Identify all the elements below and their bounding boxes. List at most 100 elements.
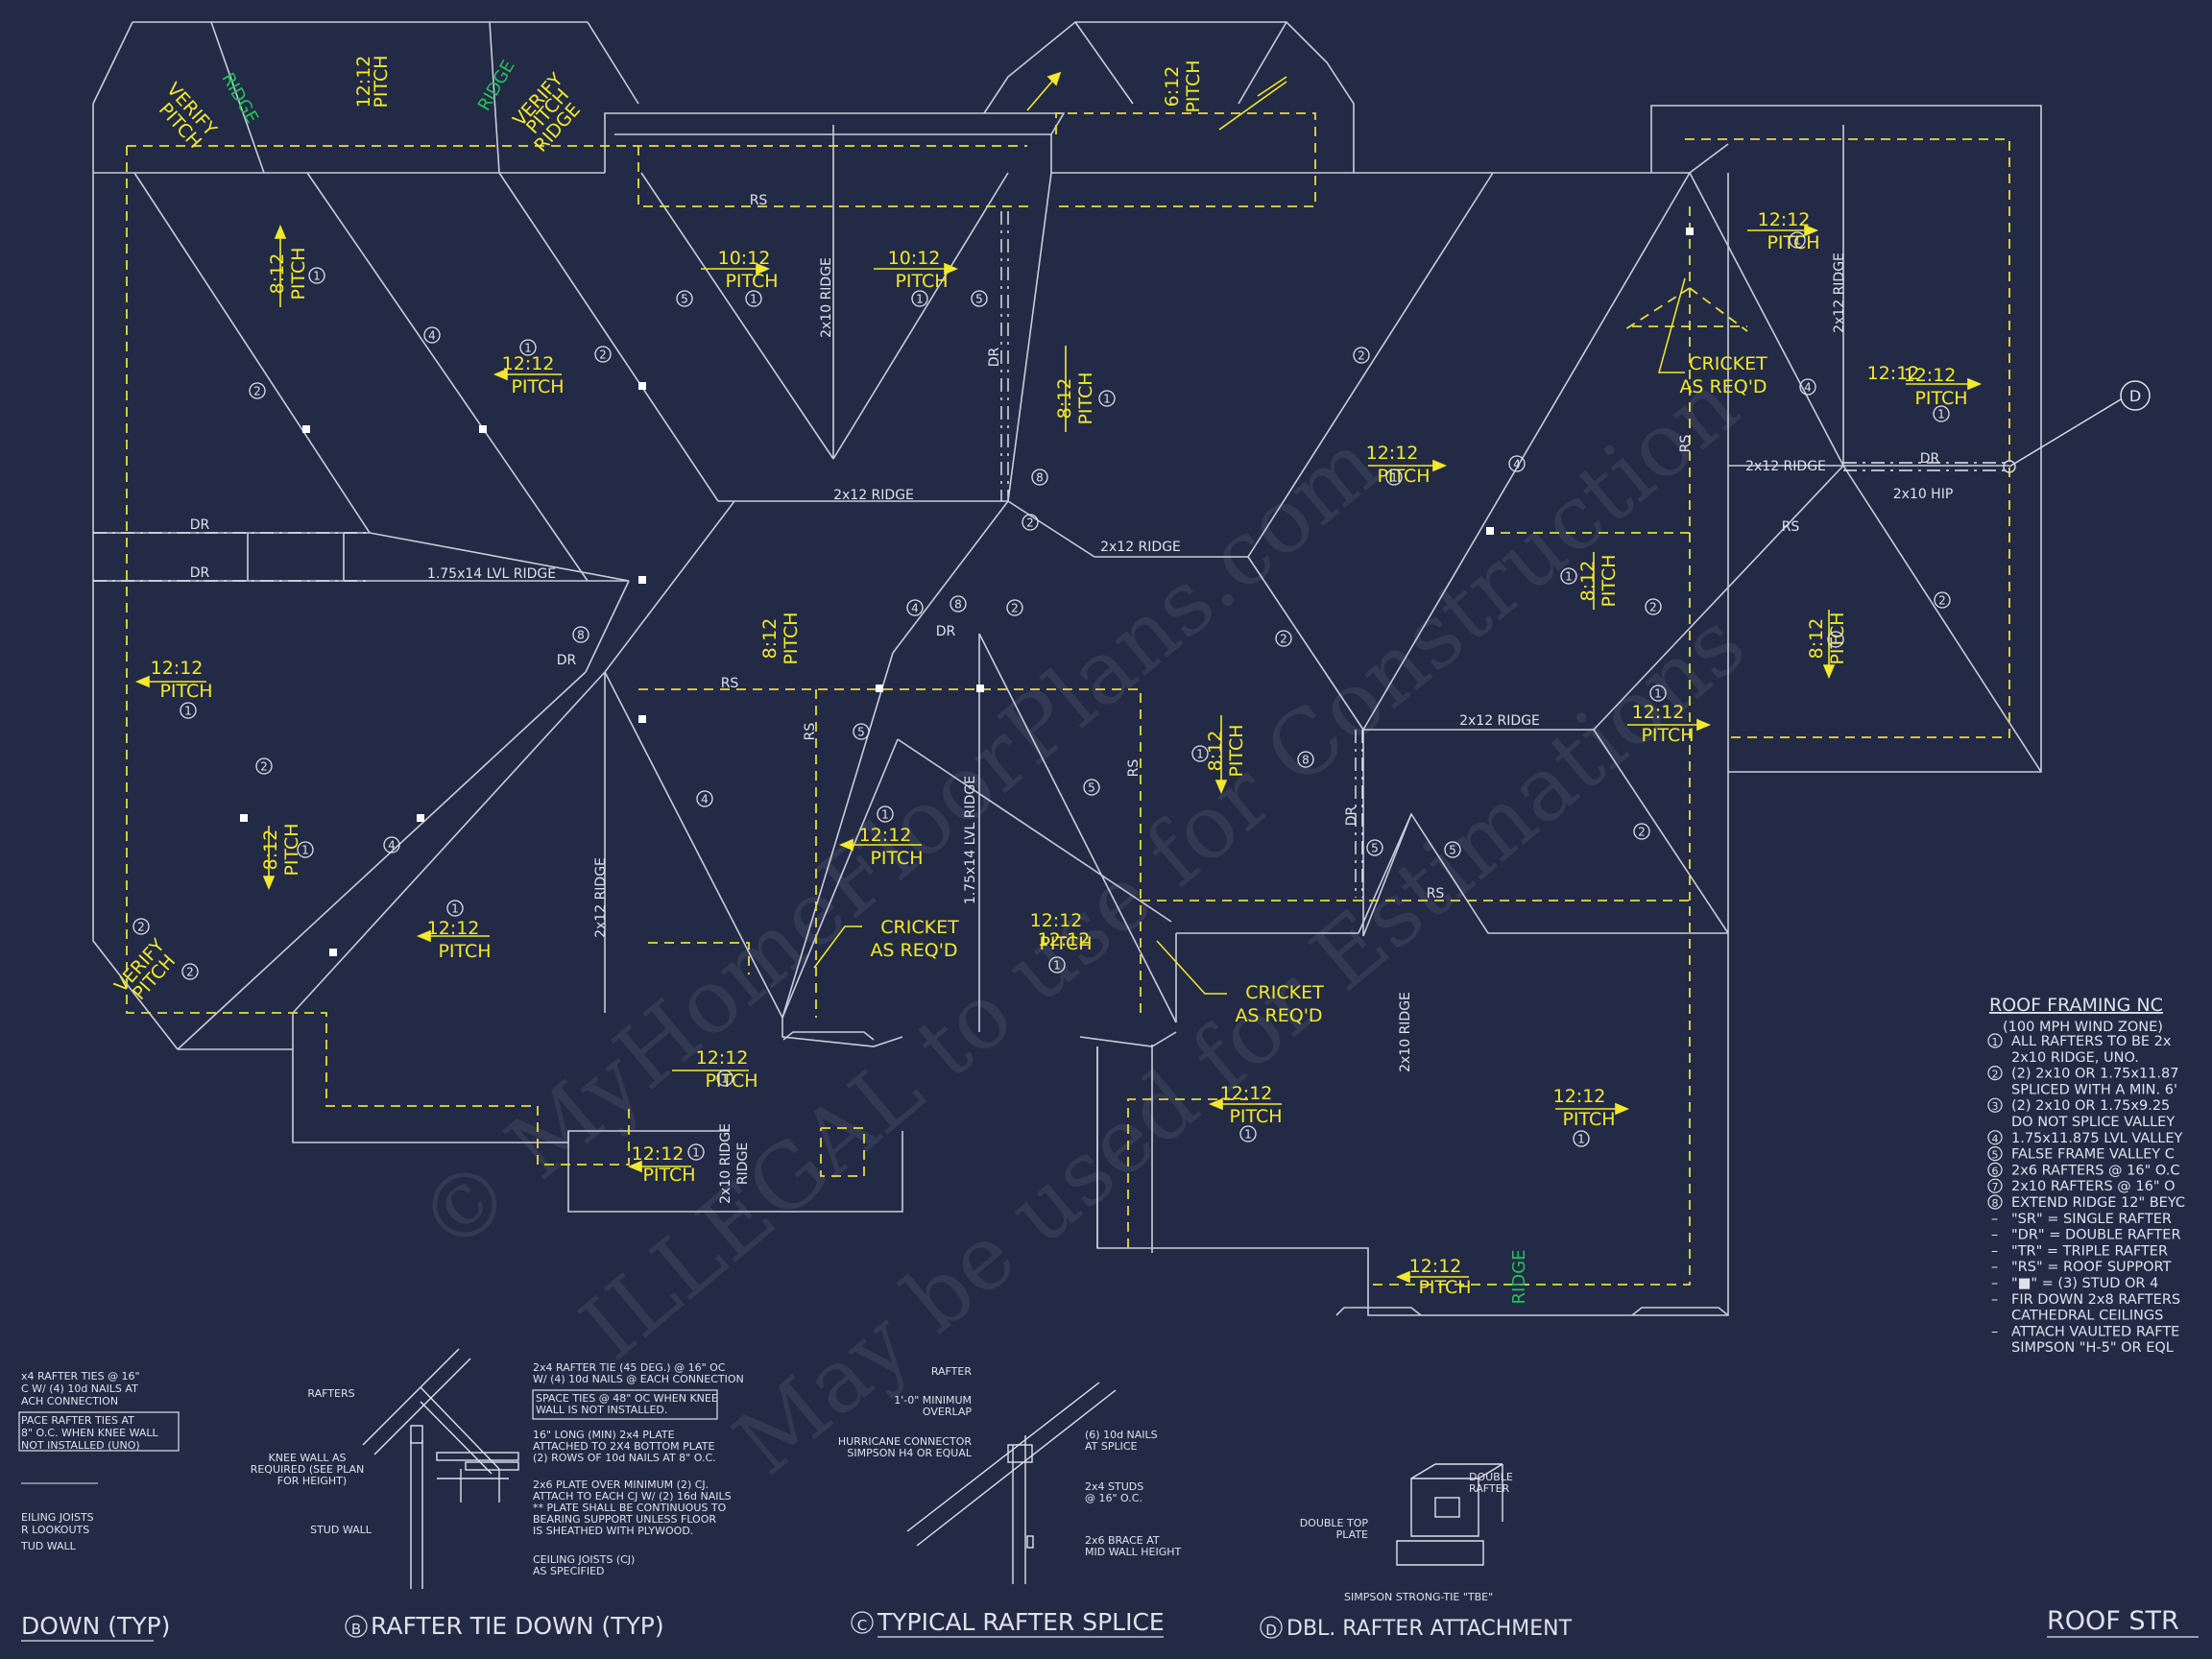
detail-c-title: TYPICAL RAFTER SPLICE bbox=[877, 1608, 1165, 1636]
label-ridge: RIDGE bbox=[1509, 1250, 1529, 1305]
detail-c-label: 2x6 BRACE AT bbox=[1085, 1534, 1160, 1547]
note-number: 4 bbox=[1992, 1133, 1999, 1145]
framing-note-number: 8 bbox=[1302, 754, 1310, 767]
framing-note-circle bbox=[971, 290, 988, 307]
section-marker-d[interactable]: D bbox=[2003, 380, 2151, 473]
framing-note-number: 1 bbox=[1937, 408, 1945, 421]
framing-note-number: 1 bbox=[750, 293, 757, 306]
detail-a-line: EILING JOISTS bbox=[21, 1511, 94, 1524]
framing-note-circle bbox=[1239, 1125, 1257, 1142]
cricket-req-label: AS REQ'D bbox=[1679, 376, 1767, 397]
pitch-word: PITCH bbox=[781, 612, 802, 664]
framing-note-number: 1 bbox=[916, 293, 924, 306]
bearing-wall-lines bbox=[126, 112, 2010, 1286]
framing-note-number: 5 bbox=[1088, 781, 1095, 795]
framing-note-circle bbox=[1006, 599, 1023, 616]
pitch-ratio: 8:12 bbox=[1806, 618, 1827, 660]
framing-note-number: 1 bbox=[1103, 393, 1111, 406]
pitch-ratio: 12:12 bbox=[427, 918, 480, 939]
framing-note-number: 1 bbox=[1053, 959, 1061, 973]
framing-note-number: 1 bbox=[524, 342, 532, 355]
framing-note-circle bbox=[1353, 347, 1370, 364]
pitch-ratio: 12:12 bbox=[1220, 1083, 1273, 1104]
note-number: 3 bbox=[1992, 1100, 1999, 1113]
detail-d-label: DOUBLE bbox=[1469, 1471, 1513, 1483]
note-number: 7 bbox=[1992, 1181, 1999, 1193]
framing-note-number: 5 bbox=[857, 726, 865, 739]
pitch-word: PITCH bbox=[438, 941, 491, 962]
framing-note-circle bbox=[1560, 567, 1577, 585]
note-number: 8 bbox=[1992, 1197, 1999, 1210]
pitch-word: PITCH bbox=[1183, 60, 1204, 112]
framing-note-circle bbox=[1934, 591, 1951, 609]
framing-note-circle bbox=[745, 290, 762, 307]
framing-note-circle bbox=[249, 382, 266, 399]
pitch-ratio: 8:12 bbox=[267, 253, 288, 295]
detail-c-label: @ 16" O.C. bbox=[1085, 1492, 1142, 1504]
label-dr: DR bbox=[1920, 451, 1940, 467]
label-2x10-hip: 2x10 HIP bbox=[1893, 487, 1954, 502]
label-rs: RS bbox=[721, 676, 739, 691]
label-2x10-ridge: 2x10 RIDGE bbox=[718, 1123, 733, 1204]
pitch-ratio: 12:12 bbox=[1904, 365, 1957, 386]
notes-subtitle: (100 MPH WIND ZONE) bbox=[2003, 1020, 2163, 1035]
framing-note-number: 1 bbox=[881, 808, 889, 822]
pitch-word: PITCH bbox=[1914, 388, 1967, 409]
framing-note-circle bbox=[1022, 514, 1039, 531]
detail-b-label: 2x4 RAFTER TIE (45 DEG.) @ 16" OC bbox=[533, 1361, 726, 1374]
note-dash: – bbox=[1991, 1324, 1998, 1339]
pitch-ratio: 10:12 bbox=[718, 248, 771, 269]
pitch-ratio: 12:12 bbox=[1030, 910, 1083, 931]
pitch-ratio: 12:12 bbox=[1038, 929, 1091, 950]
pitch-word: PITCH bbox=[1599, 554, 1620, 607]
label-2x12-ridge: 2x12 RIDGE bbox=[1745, 459, 1826, 474]
pitch-word: PITCH bbox=[870, 848, 923, 869]
label-ridge: RIDGE bbox=[735, 1142, 751, 1185]
framing-note-number: 4 bbox=[911, 602, 919, 615]
framing-note-number: 1 bbox=[1793, 234, 1801, 248]
framing-note-number: 4 bbox=[388, 839, 396, 853]
framing-note-number: 5 bbox=[1371, 842, 1379, 855]
pitch-word: PITCH bbox=[1641, 725, 1694, 746]
pitch-word: PITCH bbox=[642, 1165, 695, 1186]
framing-note-number: 8 bbox=[954, 598, 962, 612]
detail-a-line: C W/ (4) 10d NAILS AT bbox=[21, 1382, 138, 1395]
cricket-callouts: CRICKET AS REQ'D CRICKET AS REQ'D CRICKE… bbox=[813, 277, 1767, 1026]
label-ridge: RIDGE bbox=[217, 69, 262, 127]
note-dash: – bbox=[1991, 1228, 1998, 1243]
detail-b-label: IS SHEATHED WITH PLYWOOD. bbox=[533, 1525, 693, 1537]
framing-note-circle bbox=[181, 963, 199, 980]
framing-note-circle bbox=[1827, 631, 1844, 648]
label-rs: RS bbox=[1126, 759, 1142, 778]
framing-note-number: 2 bbox=[1026, 517, 1034, 530]
detail-b-label: W/ (4) 10d NAILS @ EACH CONNECTION bbox=[533, 1373, 744, 1385]
section-marker-letter: D bbox=[2129, 387, 2141, 405]
framing-note-number: 1 bbox=[721, 1072, 729, 1086]
pitch-ratio: 12:12 bbox=[1409, 1256, 1462, 1277]
watermark-line-2: ILLEGAL to use for Construction bbox=[562, 353, 1757, 1380]
framing-note-circle bbox=[1789, 231, 1806, 249]
framing-note-circle bbox=[594, 346, 612, 363]
framing-note-circle bbox=[1191, 745, 1209, 762]
notes-title: ROOF FRAMING NC bbox=[1989, 995, 2163, 1016]
detail-c-label: MID WALL HEIGHT bbox=[1085, 1546, 1182, 1558]
framing-note-circle bbox=[911, 290, 928, 307]
pitch-word: PITCH bbox=[511, 376, 564, 397]
detail-a-line: R LOOKOUTS bbox=[21, 1524, 89, 1536]
framing-note-number: 1 bbox=[184, 705, 192, 718]
label-rs: RS bbox=[750, 193, 768, 208]
pitch-ratio: 12:12 bbox=[502, 353, 555, 374]
pitch-ratio: 6:12 bbox=[1162, 66, 1183, 108]
detail-b-label: FOR HEIGHT) bbox=[277, 1475, 347, 1487]
framing-note-circle bbox=[877, 805, 894, 823]
framing-note-circle bbox=[1508, 455, 1526, 472]
detail-b-label: 16" LONG (MIN) 2x4 PLATE bbox=[533, 1429, 675, 1441]
framing-note-number: 2 bbox=[186, 966, 194, 979]
detail-b-label: REQUIRED (SEE PLAN bbox=[251, 1463, 365, 1476]
label-dr: DR bbox=[190, 565, 210, 581]
pitch-word: PITCH bbox=[1377, 466, 1430, 487]
note-line: SPLICED WITH A MIN. 6' bbox=[2011, 1082, 2177, 1097]
note-line: "DR" = DOUBLE RAFTER bbox=[2011, 1228, 2181, 1243]
note-line: 2x10 RIDGE, UNO. bbox=[2011, 1050, 2139, 1066]
framing-note-number: 1 bbox=[1654, 687, 1662, 701]
